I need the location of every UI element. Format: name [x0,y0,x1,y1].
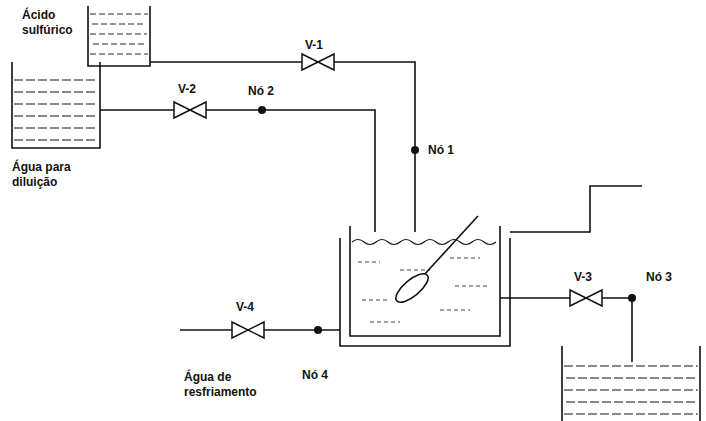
node-dots [258,106,636,334]
node-label: Nó 1 [428,143,454,158]
node-dot [411,146,419,154]
outlet-pipe [500,298,632,362]
tank-label: Ácido sulfúrico [22,8,84,38]
valve-label: V-3 [574,270,592,285]
product-tank [562,346,700,421]
valves [174,54,602,338]
tank-liquid [564,366,698,414]
dilution-pipe [100,110,375,232]
valve-symbol [570,290,602,306]
agitator-impeller [392,269,433,307]
reactor-liquid [358,258,490,322]
valve-label: V-1 [305,38,323,53]
liquid-surface [352,240,496,245]
node-label: Nó 2 [248,84,274,99]
valve-symbol [302,54,334,70]
valve-label: V-2 [178,82,196,97]
support-line [510,186,642,232]
reactor-jacket [340,238,510,346]
reactor-vessel [350,226,500,336]
tank-liquid [90,14,148,54]
node-label: Nó 3 [646,270,672,285]
stream-label: Água de resfriamento [184,370,280,400]
dilution-tank [12,62,100,148]
valve-symbol [232,322,264,338]
node-dot [628,294,636,302]
node-dot [314,326,322,334]
acid-tank [88,6,150,66]
valve-symbol [174,102,206,118]
illustration-lines [12,6,700,421]
tank-liquid [14,80,98,140]
node-dot [258,106,266,114]
valve-label: V-4 [236,300,254,315]
node-label: Nó 4 [302,368,328,383]
tank-label: Água para diluição [12,160,98,190]
